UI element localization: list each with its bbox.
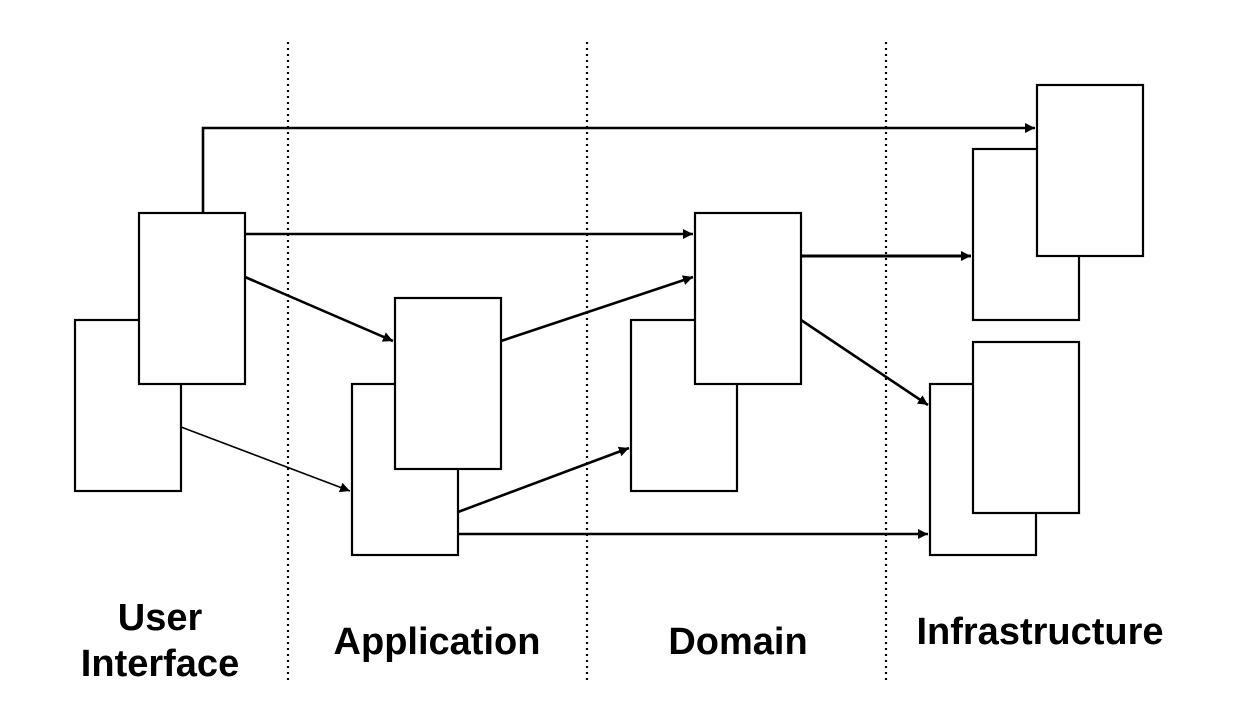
ui-front-box — [137, 211, 247, 386]
infra-top-front-box — [1035, 83, 1145, 258]
arrow-ui-front-to-infra-top-front — [201, 123, 1035, 213]
arrow-app-front-to-domain-front — [500, 275, 694, 343]
component-boxes — [73, 83, 1145, 557]
arrow-ui-front-to-app-front — [244, 275, 394, 343]
arrow-ui-back-to-app-back — [180, 426, 351, 493]
arrow-app-back-to-domain-back — [457, 446, 630, 514]
dependency-arrows — [180, 123, 1035, 539]
domain-front-box — [693, 211, 803, 386]
layer-label-domain: Domain — [668, 621, 808, 663]
infra-bottom-front-box — [971, 340, 1081, 515]
layer-label-application: Application — [333, 621, 541, 663]
layer-label-user-interface: User Interface — [80, 597, 240, 685]
layer-label-infrastructure: Infrastructure — [916, 611, 1164, 653]
arrow-domain-front-to-infra-bottom-back — [800, 318, 929, 407]
app-front-box — [393, 296, 503, 471]
layer-dividers — [286, 42, 888, 684]
